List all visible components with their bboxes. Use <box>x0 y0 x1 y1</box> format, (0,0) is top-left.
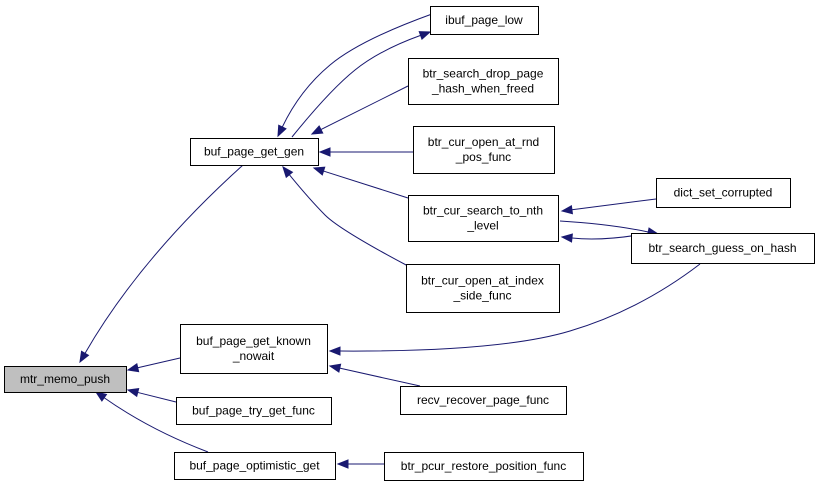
node-box <box>413 126 555 174</box>
edge-line <box>137 357 181 369</box>
edge-arrowhead <box>310 125 324 135</box>
node-label: _nowait <box>232 349 275 363</box>
edge-arrowhead <box>560 204 574 215</box>
edge-btr_search_drop_page_hash_when_freed-to-buf_page_get_gen <box>310 85 409 135</box>
node-box <box>408 195 559 242</box>
edge-line <box>137 391 177 403</box>
node-label: btr_cur_open_at_rnd <box>428 135 539 149</box>
edge-line <box>84 164 244 354</box>
node-label: _side_func <box>452 289 511 303</box>
node-label: buf_page_get_known <box>196 334 311 348</box>
node-label: buf_page_get_gen <box>204 145 304 159</box>
node-label: _level <box>466 219 498 233</box>
edge-buf_page_optimistic_get-to-mtr_memo_push <box>94 391 209 453</box>
edge-arrowhead <box>277 124 287 138</box>
edge-arrowhead <box>328 346 341 356</box>
edge-arrowhead <box>282 165 294 179</box>
node-btr-search-drop-page-hash-when-freed[interactable]: btr_search_drop_page_hash_when_freed <box>408 58 559 105</box>
node-label: ibuf_page_low <box>445 13 523 27</box>
edge-btr_pcur_restore_position_func-to-buf_page_optimistic_get <box>336 459 384 469</box>
node-btr-pcur-restore-position-func[interactable]: btr_pcur_restore_position_func <box>384 452 584 481</box>
node-box <box>180 324 328 374</box>
node-box <box>4 366 127 393</box>
edge-dict_set_corrupted-to-btr_cur_search_to_nth_level <box>560 198 657 215</box>
node-btr-cur-open-at-index-side-func[interactable]: btr_cur_open_at_index_side_func <box>406 264 560 313</box>
edge-line <box>323 170 409 199</box>
node-box <box>406 264 560 313</box>
node-box <box>190 138 319 166</box>
edge-buf_page_get_gen-to-ibuf_page_low <box>291 31 432 138</box>
edge-arrowhead <box>328 363 342 373</box>
edge-line <box>291 34 421 138</box>
edge-line <box>571 234 639 240</box>
node-label: recv_recover_page_func <box>417 393 549 407</box>
edge-line <box>571 198 657 211</box>
edge-line <box>339 367 421 387</box>
node-label: btr_cur_open_at_index <box>421 274 544 288</box>
node-buf-page-get-known-nowait[interactable]: buf_page_get_known_nowait <box>180 324 328 374</box>
edge-buf_page_try_get_func-to-mtr_memo_push <box>126 387 177 403</box>
edge-arrowhead <box>126 387 140 398</box>
edge-arrowhead <box>126 363 140 373</box>
edge-line <box>339 263 701 352</box>
node-box <box>656 178 791 208</box>
edge-line <box>559 220 649 233</box>
edge-buf_page_get_known_nowait-to-mtr_memo_push <box>126 357 181 373</box>
edge-btr_cur_search_to_nth_level-to-buf_page_get_gen <box>312 166 409 199</box>
edge-ibuf_page_low-to-buf_page_get_gen <box>277 13 433 138</box>
edge-line <box>288 174 409 267</box>
node-label: btr_search_guess_on_hash <box>648 241 796 255</box>
edge-btr_cur_open_at_index_side_func-to-buf_page_get_gen <box>282 165 409 267</box>
edge-arrowhead <box>79 350 90 364</box>
node-buf-page-get-gen[interactable]: buf_page_get_gen <box>190 138 319 166</box>
edge-btr_cur_open_at_rnd_pos_func-to-buf_page_get_gen <box>318 147 413 157</box>
edge-line <box>103 397 209 453</box>
edge-btr_search_guess_on_hash-to-buf_page_get_known_nowait <box>328 263 701 356</box>
node-box <box>384 452 584 481</box>
edge-arrowhead <box>336 459 349 469</box>
edge-arrowhead <box>418 31 432 41</box>
node-label: dict_set_corrupted <box>674 186 773 200</box>
edge-line <box>320 85 409 130</box>
node-label: btr_search_drop_page <box>423 67 544 81</box>
node-buf-page-try-get-func[interactable]: buf_page_try_get_func <box>176 397 332 425</box>
node-dict-set-corrupted[interactable]: dict_set_corrupted <box>656 178 791 208</box>
nodes-layer: mtr_memo_push buf_page_get_gen buf_page_ge… <box>4 6 815 481</box>
node-label: _hash_when_freed <box>431 82 534 96</box>
node-box <box>631 233 815 264</box>
node-box <box>176 397 332 425</box>
node-box <box>430 6 539 35</box>
edge-arrowhead <box>94 391 108 402</box>
edge-recv_recover_page_func-to-buf_page_get_known_nowait <box>328 363 421 387</box>
edge-btr_search_guess_on_hash-to-btr_cur_search_to_nth_level <box>560 233 639 243</box>
node-box <box>174 452 336 480</box>
edge-buf_page_get_gen-to-mtr_memo_push <box>79 164 244 364</box>
node-btr-search-guess-on-hash[interactable]: btr_search_guess_on_hash <box>631 233 815 264</box>
edge-arrowhead <box>312 166 326 176</box>
node-box <box>400 386 567 415</box>
edge-arrowhead <box>560 233 573 243</box>
node-btr-cur-search-to-nth-level[interactable]: btr_cur_search_to_nth_level <box>408 195 559 242</box>
node-ibuf-page-low[interactable]: ibuf_page_low <box>430 6 539 35</box>
node-mtr-memo-push: mtr_memo_push <box>4 366 127 393</box>
node-label: btr_pcur_restore_position_func <box>401 459 566 473</box>
node-label: btr_cur_search_to_nth <box>423 204 543 218</box>
node-label: _pos_func <box>455 150 511 164</box>
node-label: mtr_memo_push <box>20 372 110 386</box>
edges-layer <box>79 13 701 469</box>
node-btr-cur-open-at-rnd-pos-func[interactable]: btr_cur_open_at_rnd_pos_func <box>413 126 555 174</box>
edge-arrowhead <box>318 147 331 157</box>
node-label: buf_page_try_get_func <box>192 404 315 418</box>
node-recv-recover-page-func[interactable]: recv_recover_page_func <box>400 386 567 415</box>
node-box <box>408 58 559 105</box>
edge-line <box>281 13 433 128</box>
node-buf-page-optimistic-get[interactable]: buf_page_optimistic_get <box>174 452 336 480</box>
node-label: buf_page_optimistic_get <box>189 459 320 473</box>
